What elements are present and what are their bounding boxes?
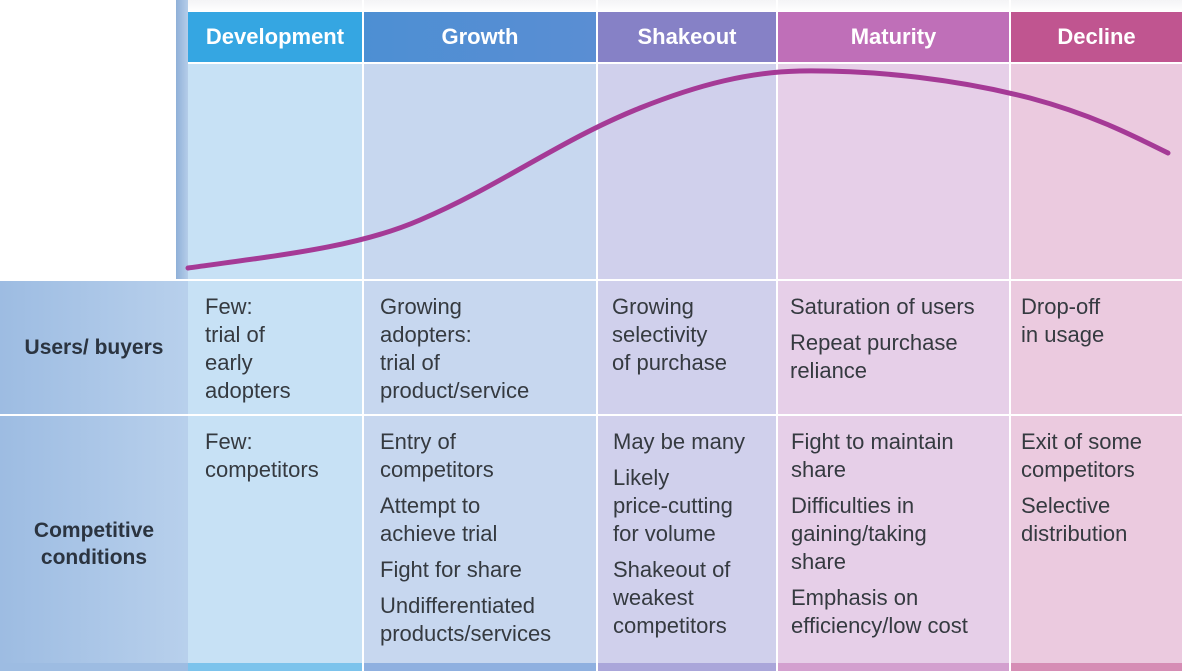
bottom-bar-decline bbox=[1011, 663, 1182, 671]
phase-header-growth: Growth bbox=[364, 12, 596, 62]
bottom-bar-labels bbox=[0, 663, 188, 671]
lifecycle-curve-path bbox=[185, 68, 1171, 271]
cell-competitive-maturity: Fight to maintain share Difficulties in … bbox=[791, 428, 1006, 648]
cell-line: price-cutting bbox=[613, 493, 733, 518]
grid-line-users-top bbox=[0, 279, 1182, 281]
cell-line: share bbox=[791, 457, 847, 482]
cell-users-maturity: Saturation of users Repeat purchase reli… bbox=[790, 293, 1005, 393]
cell-line: Selective bbox=[1021, 493, 1111, 518]
bottom-bar-growth bbox=[364, 663, 596, 671]
cell-item: Saturation of users bbox=[790, 293, 1005, 321]
cell-item: Repeat purchase reliance bbox=[790, 329, 1005, 385]
cell-line: Difficulties in bbox=[791, 493, 915, 518]
row-label-competitive-text: Competitive conditions bbox=[33, 518, 155, 569]
cell-line: trial of bbox=[380, 350, 440, 375]
cell-line: competitors bbox=[1021, 457, 1135, 482]
grid-line-v2 bbox=[596, 0, 598, 671]
cell-line: products/services bbox=[380, 621, 552, 646]
phase-header-shakeout: Shakeout bbox=[598, 12, 776, 62]
cell-line: Drop-off bbox=[1021, 294, 1101, 319]
grid-line-v3 bbox=[776, 0, 778, 671]
grid-line-competitive-top bbox=[0, 414, 1182, 416]
cell-line: adopters bbox=[205, 378, 291, 403]
bottom-bar-maturity bbox=[778, 663, 1009, 671]
cell-line: Growing bbox=[612, 294, 694, 319]
cell-users-growth: Growing adopters: trial of product/servi… bbox=[380, 293, 590, 405]
cell-users-shakeout: Growing selectivity of purchase bbox=[612, 293, 772, 377]
cell-line: for volume bbox=[613, 521, 716, 546]
cell-users-development: Few: trial of early adopters bbox=[205, 293, 355, 405]
cell-line: trial of bbox=[205, 322, 265, 347]
cell-competitive-decline: Exit of some competitors Selective distr… bbox=[1021, 428, 1179, 556]
cell-competitive-shakeout: May be many Likely price-cutting for vol… bbox=[613, 428, 773, 648]
cell-users-decline: Drop-off in usage bbox=[1021, 293, 1176, 349]
cell-item: Entry of competitors bbox=[380, 428, 592, 484]
bottom-bar-development bbox=[188, 663, 362, 671]
cell-line: share bbox=[791, 549, 847, 574]
cell-competitive-development: Few: competitors bbox=[205, 428, 355, 484]
cell-item: Selective distribution bbox=[1021, 492, 1179, 548]
cell-item: Fight to maintain share bbox=[791, 428, 1006, 484]
cell-line: Entry of bbox=[380, 429, 456, 454]
column-maturity bbox=[778, 12, 1009, 671]
column-shakeout bbox=[598, 12, 776, 671]
cell-line: of purchase bbox=[612, 350, 727, 375]
cell-line: Few: bbox=[205, 429, 253, 454]
phase-header-development: Development bbox=[188, 12, 362, 62]
cell-line: reliance bbox=[790, 358, 868, 383]
cell-line: Growing bbox=[380, 294, 462, 319]
cell-line: efficiency/low cost bbox=[791, 613, 968, 638]
cell-line: product/service bbox=[380, 378, 530, 403]
cell-item: Emphasis on efficiency/low cost bbox=[791, 584, 1006, 640]
grid-line-v4 bbox=[1009, 0, 1011, 671]
cell-item: Difficulties in gaining/taking share bbox=[791, 492, 1006, 576]
row-label-users-text: Users/ buyers bbox=[24, 335, 164, 359]
cell-line: Shakeout of bbox=[613, 557, 731, 582]
cell-item: Exit of some competitors bbox=[1021, 428, 1179, 484]
cell-line: weakest bbox=[613, 585, 694, 610]
cell-line: competitors bbox=[380, 457, 494, 482]
grid-line-header bbox=[188, 62, 1182, 64]
grid-line-v1 bbox=[362, 0, 364, 671]
bottom-bar-shakeout bbox=[598, 663, 776, 671]
cell-line: Fight to maintain bbox=[791, 429, 954, 454]
cell-line: Undifferentiated bbox=[380, 593, 535, 618]
cell-line: Exit of some bbox=[1021, 429, 1143, 454]
cell-line: achieve trial bbox=[380, 521, 498, 546]
cell-line: Likely bbox=[613, 465, 670, 490]
cell-line: competitors bbox=[613, 613, 727, 638]
cell-line: Saturation of users bbox=[790, 294, 975, 319]
column-growth bbox=[364, 12, 596, 671]
cell-line: gaining/taking bbox=[791, 521, 927, 546]
cell-line: selectivity bbox=[612, 322, 708, 347]
phase-header-maturity: Maturity bbox=[778, 12, 1009, 62]
cell-line: Emphasis on bbox=[791, 585, 919, 610]
cell-item: Likely price-cutting for volume bbox=[613, 464, 773, 548]
row-label-users: Users/ buyers bbox=[0, 280, 188, 414]
cell-item: Attempt to achieve trial bbox=[380, 492, 592, 548]
cell-item: Fight for share bbox=[380, 556, 592, 584]
cell-line: Repeat purchase bbox=[790, 330, 958, 355]
cell-item: Shakeout of weakest competitors bbox=[613, 556, 773, 640]
cell-line: adopters: bbox=[380, 322, 472, 347]
cell-line: in usage bbox=[1021, 322, 1105, 347]
row-label-competitive: Competitive conditions bbox=[0, 416, 188, 671]
cell-item: May be many bbox=[613, 428, 773, 456]
cell-competitive-growth: Entry of competitors Attempt to achieve … bbox=[380, 428, 592, 656]
phase-header-decline: Decline bbox=[1011, 12, 1182, 62]
cell-line: May be many bbox=[613, 429, 746, 454]
frame-left-strip bbox=[176, 0, 188, 280]
frame-top bbox=[176, 0, 1182, 12]
cell-line: distribution bbox=[1021, 521, 1128, 546]
cell-line: Few: bbox=[205, 294, 253, 319]
cell-line: Attempt to bbox=[380, 493, 481, 518]
cell-line: Fight for share bbox=[380, 557, 522, 582]
cell-line: competitors bbox=[205, 457, 319, 482]
column-development bbox=[188, 12, 362, 671]
cell-line: early bbox=[205, 350, 253, 375]
cell-item: Undifferentiated products/services bbox=[380, 592, 592, 648]
